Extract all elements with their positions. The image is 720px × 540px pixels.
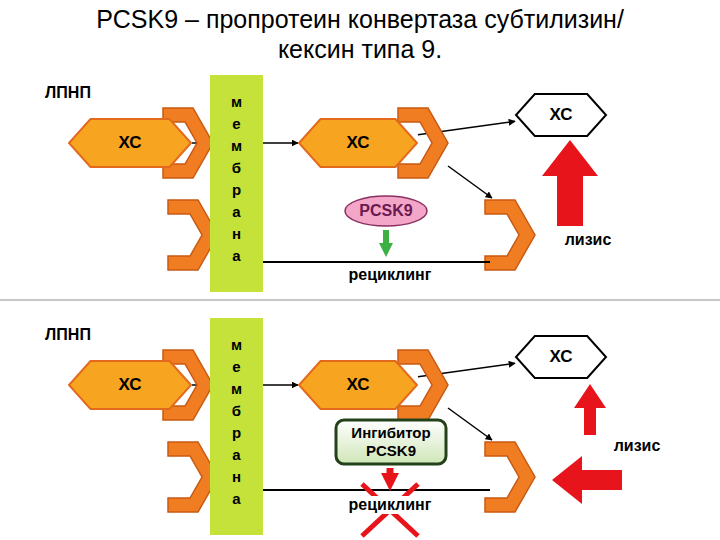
diagram-title: PCSK9 – пропротеин конвертаза субтилизин… [60,4,660,64]
node-text: ХС [550,347,573,367]
panel-divider [0,299,720,301]
node-text: PCSK9 [359,201,412,220]
lysis-arrow [542,140,598,226]
node-text: ХС [550,105,573,125]
cholesterol-hexagon: ХС [68,118,192,168]
node-text: ХС [119,133,142,153]
inhibitor-text: Ингибитор PCSK9 [342,424,440,460]
node-text: ХС [347,133,370,153]
hexagon-shape [69,361,191,409]
hexagon-shape [516,94,606,136]
cholesterol-hexagon: ХС [298,360,418,410]
ellipse-shape [345,196,427,226]
release-arrow [448,408,492,440]
inhibitor-arrow [387,468,394,482]
membrane-band: мембрана [210,75,263,292]
free-cholesterol-hexagon: ХС [515,93,607,137]
pcsk9-ellipse: PCSK9 [344,195,428,227]
pcsk9-arrow [383,230,389,250]
membrane-text: мембрана [229,334,244,510]
recycling-label: рециклинг [347,496,434,514]
box-shape [336,420,446,464]
release-arrow [448,166,492,198]
cholesterol-hexagon: ХС [298,118,418,168]
membrane-band: мембрана [210,318,263,535]
membrane-text: мембрана [229,91,244,267]
inhibitor-box: Ингибитор PCSK9 [334,418,448,466]
lysis-arrow [552,456,622,504]
node-text: ХС [347,375,370,395]
node-text: ХС [119,375,142,395]
hexagon-shape [299,361,417,409]
particle-label: ЛПНП [43,84,93,102]
hexagon-shape [516,336,606,378]
cholesterol-hexagon: ХС [68,360,192,410]
ldl-receptor [485,442,535,512]
recycling-label: рециклинг [347,266,434,284]
free-cholesterol-hexagon: ХС [515,335,607,379]
particle-label: ЛПНП [43,326,93,344]
lysis-arrow [574,384,606,435]
lysis-label: лизис [612,437,663,455]
hexagon-shape [69,119,191,167]
hexagon-shape [299,119,417,167]
lysis-label: лизис [563,231,614,249]
ldl-receptor [485,200,535,270]
